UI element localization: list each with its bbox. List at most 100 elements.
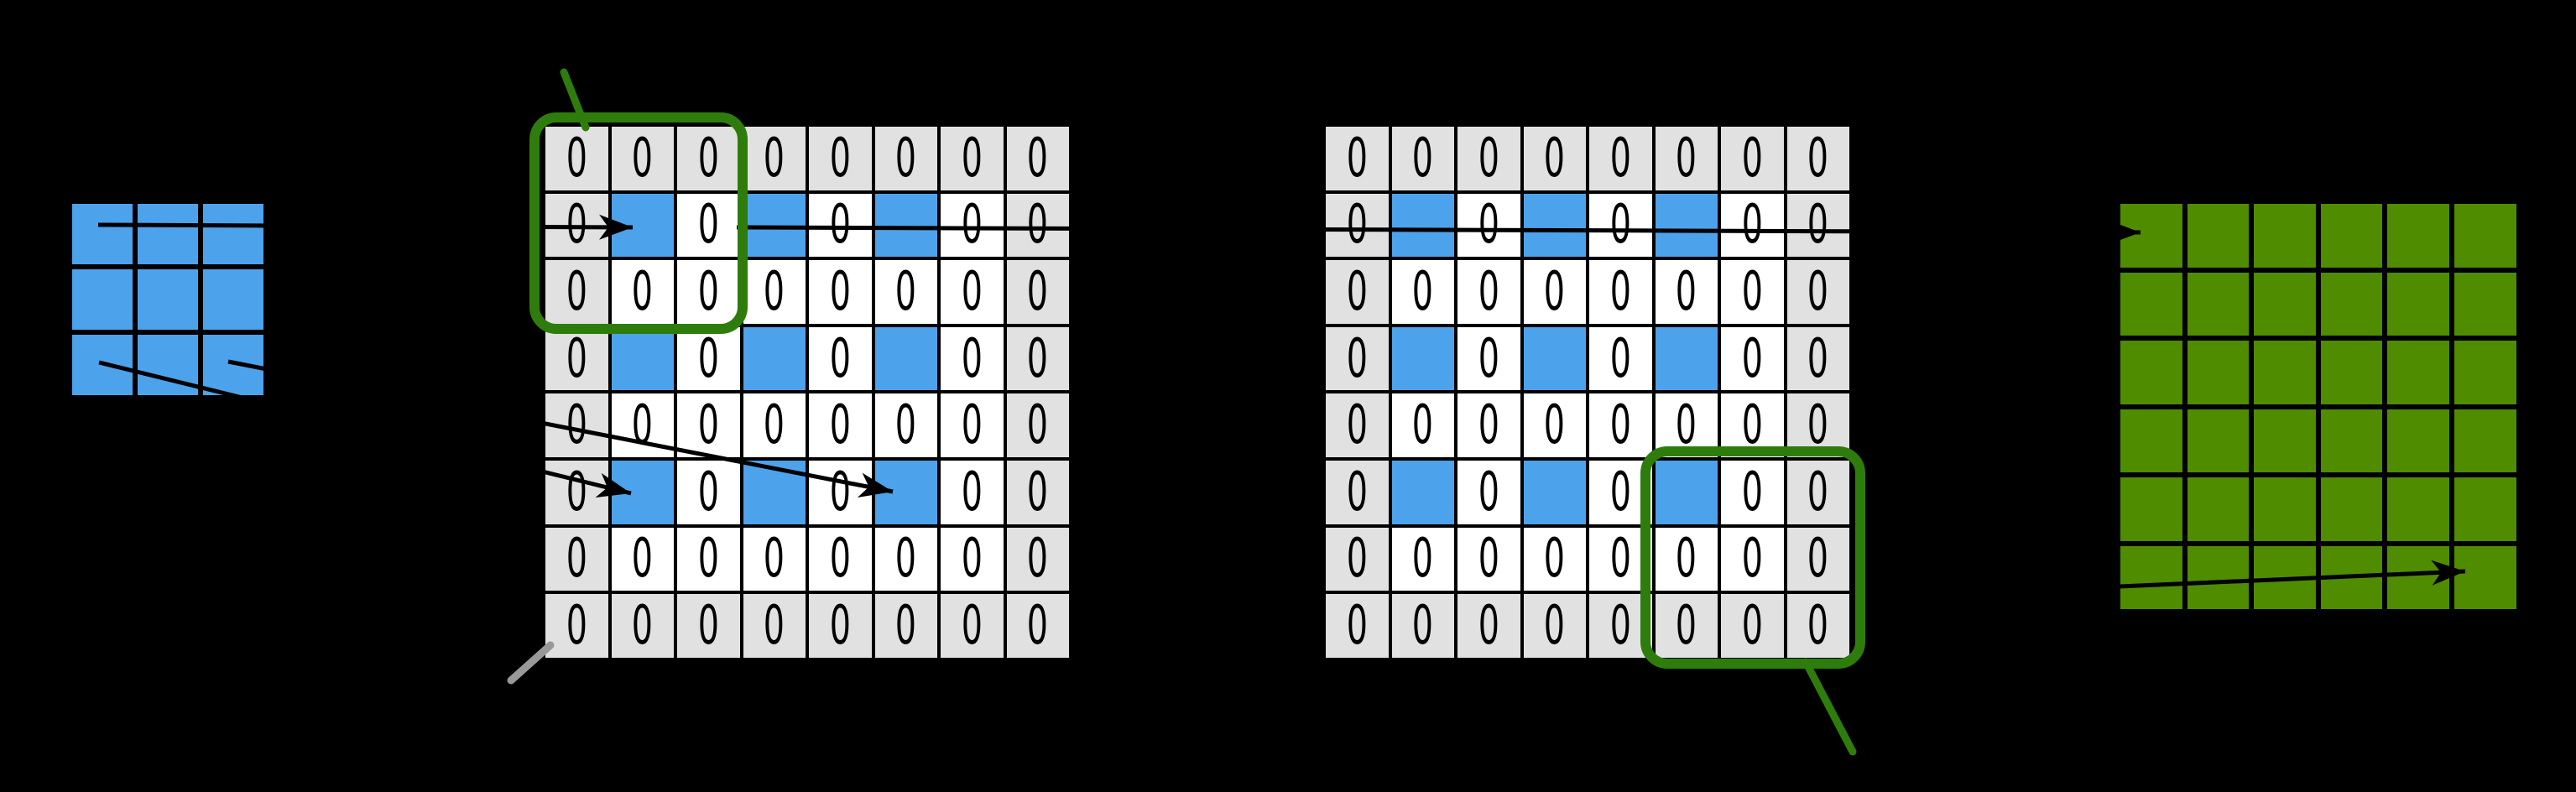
padding-zero-cell: 0 — [1324, 258, 1390, 326]
output-value-cell — [2184, 201, 2252, 270]
input-value-cell — [1390, 458, 1456, 526]
zero-value: 0 — [1478, 127, 1499, 190]
inserted-zero-cell: 0 — [1456, 525, 1522, 593]
inserted-zero-cell: 0 — [873, 258, 939, 326]
zero-value: 0 — [1741, 394, 1763, 457]
inserted-zero-cell: 0 — [1719, 258, 1786, 326]
zero-value: 0 — [1027, 194, 1049, 257]
zero-value: 0 — [829, 260, 851, 323]
zero-value: 0 — [1741, 260, 1763, 323]
output-grid-6x6 — [2115, 199, 2521, 614]
zero-value: 0 — [1478, 327, 1499, 390]
zero-value: 0 — [895, 394, 917, 457]
inserted-zero-cell: 0 — [1456, 392, 1522, 459]
zero-value: 0 — [764, 594, 785, 657]
inserted-zero-cell: 0 — [807, 392, 873, 459]
input-value-cell — [1521, 458, 1588, 526]
zero-value: 0 — [697, 194, 719, 257]
inserted-zero-cell: 0 — [1588, 458, 1654, 526]
zero-value: 0 — [1609, 194, 1631, 257]
padding-zero-cell: 0 — [1324, 191, 1390, 259]
inserted-zero-cell: 0 — [675, 458, 742, 526]
padding-zero-cell: 0 — [675, 125, 742, 192]
padding-zero-cell: 0 — [544, 592, 610, 659]
output-value-cell — [2451, 543, 2519, 612]
zero-value: 0 — [764, 528, 785, 591]
zero-value: 0 — [1807, 260, 1829, 323]
output-value-cell — [2318, 406, 2386, 475]
zero-value: 0 — [1544, 394, 1566, 457]
zero-value: 0 — [1027, 461, 1049, 524]
zero-value: 0 — [1609, 461, 1631, 524]
inserted-zero-cell: 0 — [873, 392, 939, 459]
zero-value: 0 — [697, 461, 719, 524]
output-value-cell — [2184, 475, 2252, 544]
input-value-cell — [873, 325, 939, 393]
input-value-cell — [1521, 325, 1588, 393]
input-value-cell — [1390, 191, 1456, 259]
padding-zero-cell: 0 — [1324, 592, 1390, 659]
output-value-cell — [2385, 475, 2452, 544]
padding-zero-cell: 0 — [1324, 325, 1390, 393]
output-value-cell — [2318, 475, 2386, 544]
zero-value: 0 — [1741, 461, 1763, 524]
zero-value: 0 — [1412, 594, 1434, 657]
zero-value: 0 — [632, 260, 654, 323]
input-value-cell — [135, 267, 201, 332]
zero-value: 0 — [961, 528, 983, 591]
inserted-zero-cell: 0 — [675, 392, 742, 459]
input-value-cell — [741, 325, 807, 393]
inserted-zero-cell: 0 — [939, 258, 1005, 326]
zero-value: 0 — [961, 594, 983, 657]
input-value-cell — [609, 458, 675, 526]
zero-value: 0 — [829, 127, 851, 190]
zero-value: 0 — [1478, 194, 1499, 257]
inserted-zero-cell: 0 — [1456, 458, 1522, 526]
inserted-zero-cell: 0 — [1719, 525, 1786, 593]
input-value-cell — [135, 332, 201, 398]
output-value-cell — [2385, 406, 2452, 475]
inserted-zero-cell: 0 — [939, 458, 1005, 526]
padding-zero-cell: 0 — [1456, 592, 1522, 659]
padding-zero-cell: 0 — [1521, 592, 1588, 659]
output-value-cell — [2385, 201, 2452, 270]
inserted-zero-cell: 0 — [939, 325, 1005, 393]
inserted-zero-cell: 0 — [1588, 525, 1654, 593]
zero-value: 0 — [632, 394, 654, 457]
output-value-cell — [2251, 338, 2318, 407]
zero-value: 0 — [895, 528, 917, 591]
inserted-zero-cell: 0 — [609, 525, 675, 593]
output-value-cell — [2385, 338, 2452, 407]
padding-zero-cell: 0 — [1785, 191, 1851, 259]
zero-value: 0 — [1478, 528, 1499, 591]
padding-zero-cell: 0 — [544, 258, 610, 326]
zero-value: 0 — [961, 127, 983, 190]
padding-zero-cell: 0 — [1004, 592, 1071, 659]
input-grid-3x3 — [67, 199, 269, 400]
padding-zero-cell: 0 — [807, 125, 873, 192]
padding-zero-cell: 0 — [1004, 458, 1071, 526]
padding-zero-cell: 0 — [1324, 125, 1390, 192]
inserted-zero-cell: 0 — [1588, 392, 1654, 459]
zero-value: 0 — [1807, 594, 1829, 657]
zero-value: 0 — [1412, 260, 1434, 323]
inserted-zero-cell: 0 — [1521, 258, 1588, 326]
zero-value: 0 — [1346, 194, 1368, 257]
input-value-cell — [1653, 191, 1719, 259]
zero-value: 0 — [632, 594, 654, 657]
zero-value: 0 — [1807, 528, 1829, 591]
zero-value: 0 — [1346, 528, 1368, 591]
input-value-cell — [201, 201, 266, 267]
zero-value: 0 — [961, 194, 983, 257]
padding-zero-cell: 0 — [609, 592, 675, 659]
zero-value: 0 — [1346, 127, 1368, 190]
input-value-cell — [135, 201, 201, 267]
zero-value: 0 — [829, 194, 851, 257]
zero-value: 0 — [1412, 528, 1434, 591]
inserted-zero-cell: 0 — [939, 525, 1005, 593]
zero-value: 0 — [1609, 327, 1631, 390]
inserted-zero-cell: 0 — [609, 258, 675, 326]
padding-zero-cell: 0 — [939, 125, 1005, 192]
